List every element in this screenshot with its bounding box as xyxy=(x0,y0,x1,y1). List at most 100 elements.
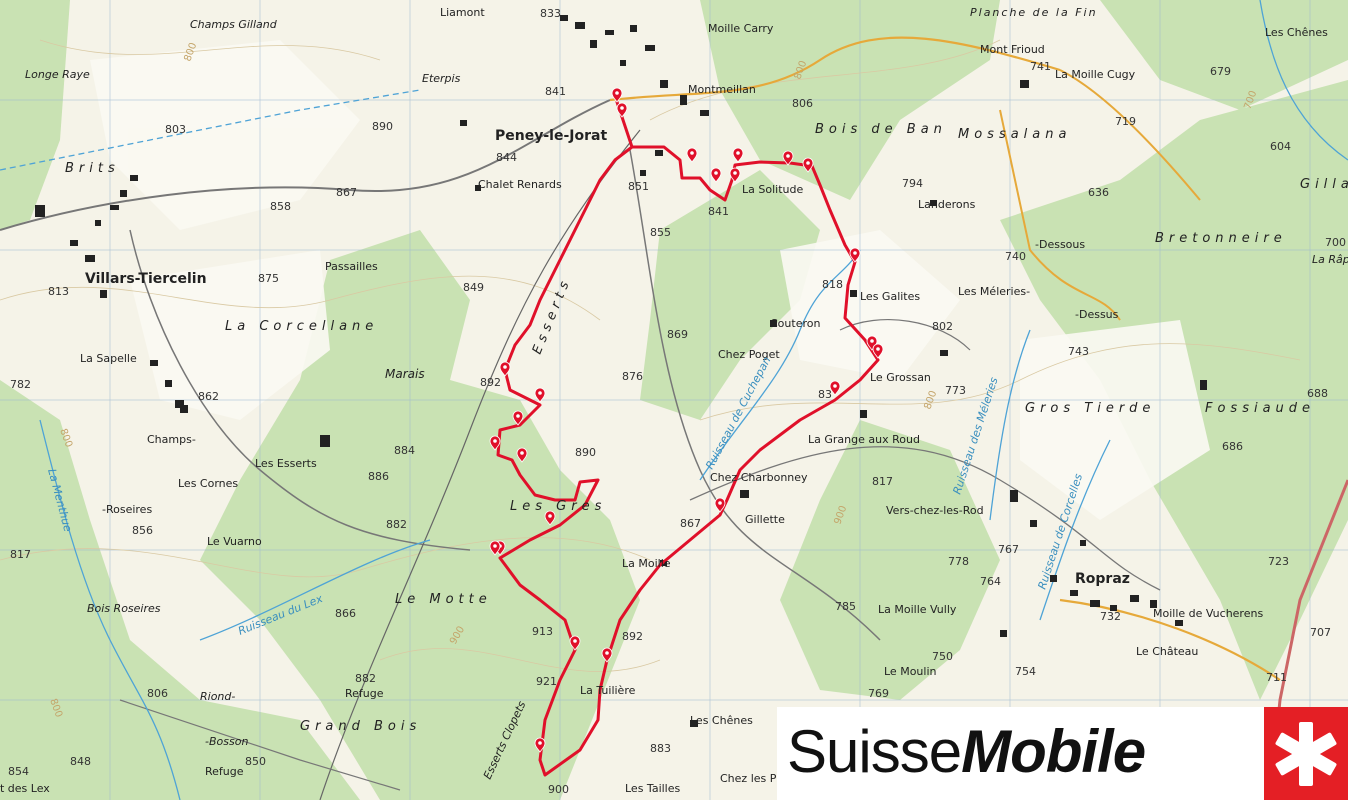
elevation-label: 723 xyxy=(1268,555,1289,568)
route-marker-icon[interactable] xyxy=(489,435,501,451)
route-marker-icon[interactable] xyxy=(732,147,744,163)
area-label: Marais xyxy=(385,367,425,381)
route-markers xyxy=(489,87,884,753)
route-marker-icon[interactable] xyxy=(849,247,861,263)
elevation-label: 884 xyxy=(394,444,415,457)
place-label: Longe Raye xyxy=(25,68,90,81)
area-label: Mossalana xyxy=(958,127,1071,142)
area-label: Bois de Ban xyxy=(815,122,947,137)
elevation-label: 719 xyxy=(1115,115,1136,128)
place-label: -Bosson xyxy=(205,735,248,748)
contour-lines xyxy=(0,39,1301,672)
elevation-label: 883 xyxy=(650,742,671,755)
route-marker-icon[interactable] xyxy=(714,497,726,513)
elevation-label: 867 xyxy=(680,517,701,530)
route-marker-icon[interactable] xyxy=(782,150,794,166)
elevation-label: 876 xyxy=(622,370,643,383)
elevation-label: 802 xyxy=(932,320,953,333)
route-marker-icon[interactable] xyxy=(489,540,501,556)
elevation-label: 743 xyxy=(1068,345,1089,358)
elevation-label: 833 xyxy=(540,7,561,20)
elevation-label: 866 xyxy=(335,607,356,620)
route-marker-icon[interactable] xyxy=(601,647,613,663)
place-label: Refuge xyxy=(205,765,244,778)
brand-wordmark: SuisseMobile xyxy=(787,717,1146,787)
route-marker-icon[interactable] xyxy=(802,157,814,173)
place-label: Chalet Renards xyxy=(478,178,562,191)
route-marker-icon[interactable] xyxy=(686,147,698,163)
town-label[interactable]: Ropraz xyxy=(1075,571,1130,587)
route-marker-icon[interactable] xyxy=(534,737,546,753)
elevation-label: 741 xyxy=(1030,60,1051,73)
route-marker-icon[interactable] xyxy=(569,635,581,651)
area-label: Fossiaude xyxy=(1205,401,1315,416)
route-marker-icon[interactable] xyxy=(729,167,741,183)
route-marker-icon[interactable] xyxy=(616,102,628,118)
place-label: Le Moulin xyxy=(884,665,937,678)
elevation-label: 882 xyxy=(386,518,407,531)
elevation-label: 892 xyxy=(480,376,501,389)
place-label: La Solitude xyxy=(742,183,803,196)
place-label: Refuge xyxy=(345,687,384,700)
elevation-label: 890 xyxy=(575,446,596,459)
place-label: La Tuilière xyxy=(580,684,636,697)
elevation-label: 817 xyxy=(10,548,31,561)
roads xyxy=(0,36,1348,800)
place-label: Les Esserts xyxy=(255,457,317,470)
route-marker-icon[interactable] xyxy=(516,447,528,463)
place-label: La Sapelle xyxy=(80,352,137,365)
elevation-label: 850 xyxy=(245,755,266,768)
place-label: Champs- xyxy=(147,433,196,446)
place-label: Chez Poget xyxy=(718,348,780,361)
route-marker-icon[interactable] xyxy=(512,410,524,426)
area-label: Bretonneire xyxy=(1155,231,1287,246)
route-marker-icon[interactable] xyxy=(499,361,511,377)
elevation-label: 700 xyxy=(1325,236,1346,249)
route-marker-icon[interactable] xyxy=(710,167,722,183)
elevation-label: 679 xyxy=(1210,65,1231,78)
brand-word-bold: Mobile xyxy=(961,718,1146,785)
suissemobile-logo: SuisseMobile xyxy=(777,707,1348,800)
place-label: Le Vuarno xyxy=(207,535,262,548)
elevation-label: 886 xyxy=(368,470,389,483)
elevation-label: 754 xyxy=(1015,665,1036,678)
area-label: Le Motte xyxy=(395,592,492,607)
elevation-label: 767 xyxy=(998,543,1019,556)
place-label: Couteron xyxy=(770,317,820,330)
town-label[interactable]: Peney-le-Jorat xyxy=(495,128,607,144)
hiking-route-line[interactable] xyxy=(496,100,880,777)
elevation-label: 841 xyxy=(708,205,729,218)
place-label: t des Lex xyxy=(0,782,50,795)
route-marker-icon[interactable] xyxy=(829,380,841,396)
place-label: Passailles xyxy=(325,260,378,273)
place-label: Le Grossan xyxy=(870,371,931,384)
route-marker-icon[interactable] xyxy=(611,87,623,103)
place-label: Montmeillan xyxy=(688,83,756,96)
elevation-label: 849 xyxy=(463,281,484,294)
place-label: Les Cornes xyxy=(178,477,238,490)
route-marker-icon[interactable] xyxy=(872,343,884,359)
place-label: Moille Carry xyxy=(708,22,774,35)
town-label[interactable]: Villars-Tiercelin xyxy=(85,271,207,287)
area-label: La Corcellane xyxy=(225,319,378,334)
place-label: Riond- xyxy=(200,690,235,703)
elevation-label: 867 xyxy=(336,186,357,199)
place-label: Moille de Vucherens xyxy=(1153,607,1263,620)
place-label: Vers-chez-les-Rod xyxy=(886,504,984,517)
elevation-label: 711 xyxy=(1266,671,1287,684)
elevation-label: 854 xyxy=(8,765,29,778)
elevation-label: 869 xyxy=(667,328,688,341)
elevation-label: 851 xyxy=(628,180,649,193)
place-label: Champs Gilland xyxy=(190,18,278,31)
ropraz-buildings xyxy=(1010,490,1183,626)
star-icon xyxy=(1275,722,1337,786)
elevation-label: 913 xyxy=(532,625,553,638)
elevation-label: 707 xyxy=(1310,626,1331,639)
elevation-label: 773 xyxy=(945,384,966,397)
route-marker-icon[interactable] xyxy=(544,510,556,526)
place-label: Les Tailles xyxy=(625,782,681,795)
route-marker-icon[interactable] xyxy=(534,387,546,403)
elevation-label: 818 xyxy=(822,278,843,291)
